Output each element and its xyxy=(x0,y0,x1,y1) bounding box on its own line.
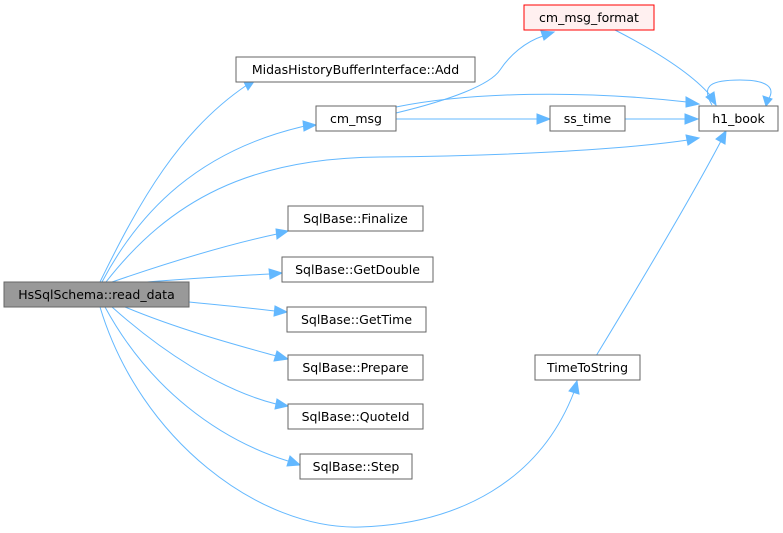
svg-text:SqlBase::Finalize: SqlBase::Finalize xyxy=(303,211,408,226)
edge-read_data-quoteid xyxy=(111,306,290,410)
svg-text:SqlBase::QuoteId: SqlBase::QuoteId xyxy=(302,409,410,424)
node-timetostring[interactable]: TimeToString xyxy=(534,354,641,381)
edge-read_data-cm_msg xyxy=(101,120,318,283)
edge-timetostring-h1_book xyxy=(595,129,727,357)
svg-text:HsSqlSchema::read_data: HsSqlSchema::read_data xyxy=(18,287,175,302)
node-step[interactable]: SqlBase::Step xyxy=(299,453,413,480)
node-cm_msg_format[interactable]: cm_msg_format xyxy=(523,4,655,31)
edge-read_data-prepare xyxy=(124,306,290,362)
edge-read_data-finalize xyxy=(111,228,290,283)
svg-text:cm_msg: cm_msg xyxy=(330,111,382,126)
node-h1_book[interactable]: h1_book xyxy=(698,105,779,132)
edge-cm_msg_format-h1_book xyxy=(614,29,717,107)
svg-text:TimeToString: TimeToString xyxy=(546,360,628,375)
node-getdouble[interactable]: SqlBase::GetDouble xyxy=(281,256,434,283)
svg-text:SqlBase::Step: SqlBase::Step xyxy=(313,459,400,474)
node-quoteid[interactable]: SqlBase::QuoteId xyxy=(287,403,424,430)
node-midas_add[interactable]: MidasHistoryBufferInterface::Add xyxy=(235,56,476,83)
node-read_data[interactable]: HsSqlSchema::read_data xyxy=(3,281,190,308)
node-prepare[interactable]: SqlBase::Prepare xyxy=(287,354,424,381)
edge-read_data-midas_add xyxy=(99,79,256,283)
svg-text:MidasHistoryBufferInterface::A: MidasHistoryBufferInterface::Add xyxy=(252,62,459,77)
edge-ss_time-h1_book xyxy=(625,113,700,125)
svg-text:cm_msg_format: cm_msg_format xyxy=(539,10,639,25)
svg-text:SqlBase::Prepare: SqlBase::Prepare xyxy=(302,360,409,375)
svg-text:SqlBase::GetDouble: SqlBase::GetDouble xyxy=(295,262,420,277)
svg-text:h1_book: h1_book xyxy=(712,111,765,126)
edge-read_data-h1_book xyxy=(105,134,701,283)
node-gettime[interactable]: SqlBase::GetTime xyxy=(286,306,427,333)
edge-cm_msg-h1_book xyxy=(395,93,701,108)
edge-read_data-step xyxy=(104,306,302,467)
svg-text:SqlBase::GetTime: SqlBase::GetTime xyxy=(301,312,412,327)
node-ss_time[interactable]: ss_time xyxy=(549,105,626,132)
svg-text:ss_time: ss_time xyxy=(564,111,612,126)
node-cm_msg[interactable]: cm_msg xyxy=(315,105,397,132)
edge-read_data-timetostring xyxy=(99,306,580,528)
edge-cm_msg-cm_msg_format xyxy=(395,30,556,114)
edge-read_data-gettime xyxy=(188,301,289,317)
node-finalize[interactable]: SqlBase::Finalize xyxy=(287,205,424,232)
edge-h1_book-self xyxy=(706,79,773,108)
edge-cm_msg-ss_time xyxy=(396,113,552,125)
